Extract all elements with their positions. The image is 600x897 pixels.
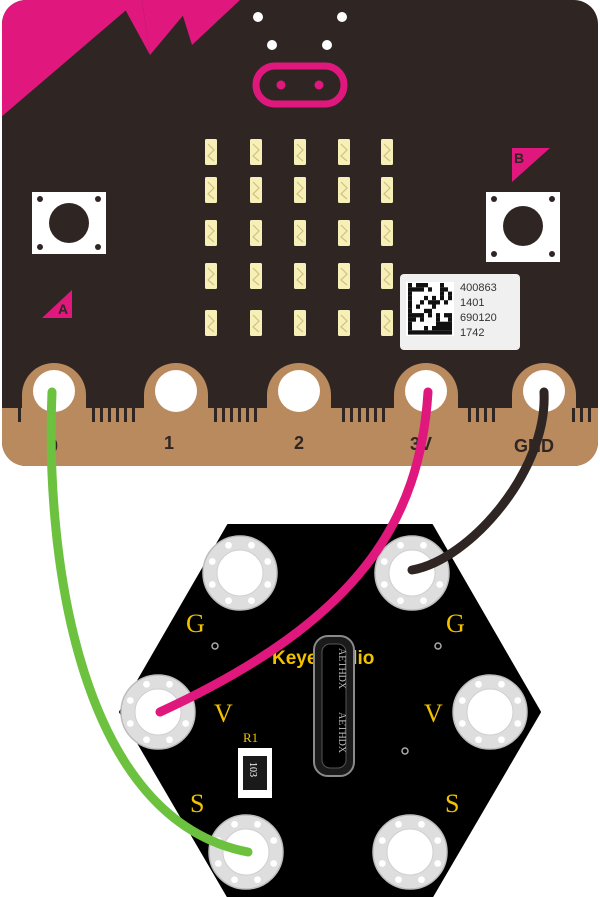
button-b-label: B [514,150,524,166]
led [338,220,350,246]
serial-sticker: 400863 1401 690120 1742 [400,274,520,350]
reed-switch-module: Keyestudio G G V V S S AETHDX AETHDX R1 … [119,524,541,897]
led [338,177,350,203]
led [205,263,217,289]
led [381,220,393,246]
pin-1[interactable]: 1 [144,363,208,453]
terminal-s-right[interactable] [372,814,448,890]
pin-label-v-left: V [214,699,233,728]
led [338,310,350,336]
resistor-value: 103 [247,762,258,777]
button-b[interactable] [486,192,560,262]
led [294,310,306,336]
led [250,139,262,165]
wire-0-to-s [46,387,253,857]
led [250,310,262,336]
pin-label-g-left: G [186,609,205,638]
led [294,139,306,165]
led [250,177,262,203]
led [381,139,393,165]
led [381,263,393,289]
pin-label: 2 [294,433,304,453]
corner-accent [2,0,138,118]
led [205,220,217,246]
led [381,310,393,336]
pin-label-s-right: S [445,789,459,818]
led [250,220,262,246]
led [294,220,306,246]
pin-2[interactable]: 2 [267,363,331,453]
terminal-g-left[interactable] [202,535,278,611]
button-a-label-tag: A [42,290,72,318]
led [205,139,217,165]
pin-label: 1 [164,433,174,453]
reed-switch-text: AETHDX [336,712,347,754]
led [250,263,262,289]
sticker-line: 1742 [460,327,484,339]
led [338,139,350,165]
led [294,177,306,203]
pin-label-v-right: V [424,699,443,728]
sticker-line: 1401 [460,297,484,309]
terminal-v-right[interactable] [452,674,528,750]
pin-label-g-right: G [446,609,465,638]
sticker-line: 400863 [460,282,497,294]
reed-switch-component: AETHDX AETHDX [313,635,355,777]
led-matrix [205,139,393,336]
resistor-r1: R1 103 [238,730,272,798]
wires [46,387,549,857]
button-a[interactable] [32,192,106,254]
microbit-board: A B 400863 1401 690120 1742 0 [2,0,598,466]
button-a-label: A [58,301,68,317]
led [338,263,350,289]
led [381,177,393,203]
reed-switch-text: AETHDX [336,648,347,690]
pin-label-s-left: S [190,789,204,818]
sticker-line: 690120 [460,312,497,324]
button-b-label-tag: B [512,148,550,182]
wire-gnd-to-g [407,387,549,575]
datamatrix-icon [406,282,454,336]
led [205,177,217,203]
resistor-label: R1 [243,730,258,745]
led [205,310,217,336]
led [294,263,306,289]
edge-comb [18,408,591,422]
wire-3v-to-v [155,387,433,717]
microbit-logo-icon [252,12,348,108]
